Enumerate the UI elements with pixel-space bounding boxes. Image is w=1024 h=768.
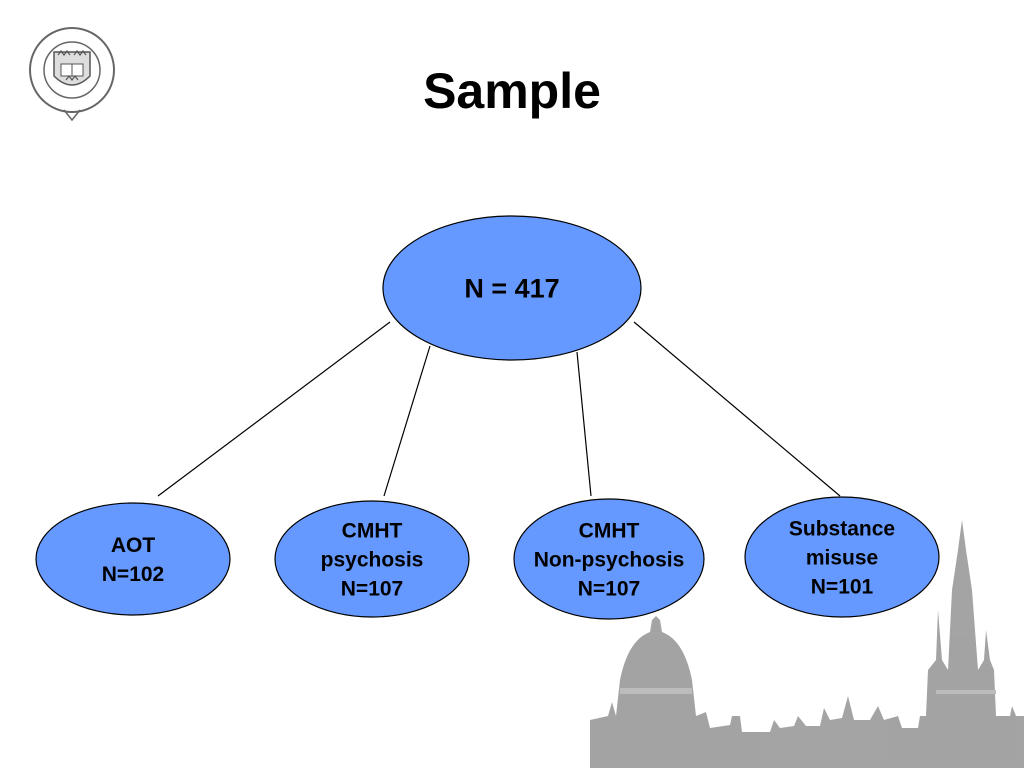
connector-line	[157, 321, 391, 497]
child-node-4-label-line: N=101	[811, 575, 874, 598]
child-node-2-label-line: psychosis	[321, 548, 424, 571]
child-node-4-label-line: Substance	[789, 517, 895, 540]
child-node-1: AOT N=102	[35, 502, 231, 616]
child-node-3-label-line: N=107	[578, 577, 640, 600]
child-node-4-label-line: misuse	[806, 546, 878, 569]
root-node-ellipse	[382, 215, 642, 361]
child-node-1-label-line: N=102	[102, 563, 164, 586]
child-node-2-ellipse	[274, 500, 470, 618]
child-node-3-label-line: CMHT	[579, 519, 640, 542]
child-node-1-label-line: AOT	[111, 534, 156, 557]
oxford-crest-logo	[29, 27, 115, 122]
connector-line	[383, 345, 431, 497]
child-node-4-ellipse	[744, 496, 940, 618]
root-node-label-line: N = 417	[464, 273, 559, 303]
connector-line	[576, 351, 592, 497]
child-node-3-label-line: Non-psychosis	[534, 548, 685, 571]
connector-line	[633, 321, 841, 497]
oxford-skyline-silhouette	[590, 520, 1024, 768]
child-node-1-ellipse	[35, 502, 231, 616]
root-node: N = 417	[382, 215, 642, 361]
child-node-2-label-line: N=107	[341, 577, 403, 600]
child-node-3-ellipse	[513, 498, 705, 620]
child-node-2-label-line: CMHT	[342, 519, 403, 542]
slide-title: Sample	[423, 63, 601, 119]
